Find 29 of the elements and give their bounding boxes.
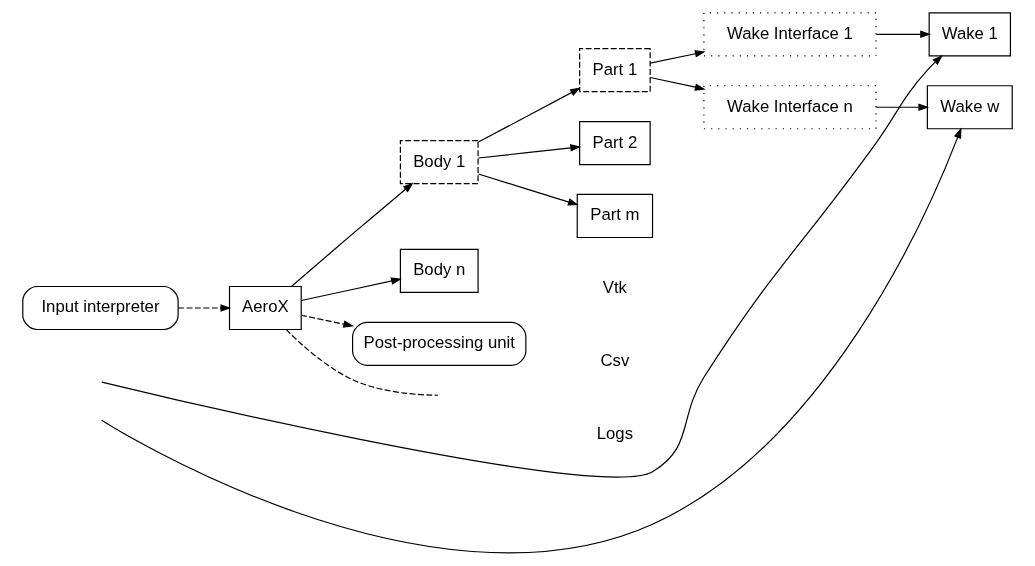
arrow — [300, 277, 402, 302]
arrow — [875, 30, 931, 39]
arrow — [300, 314, 355, 328]
arrow — [477, 87, 581, 143]
arrow — [177, 304, 232, 312]
label: Logs — [596, 424, 634, 444]
label: Vtk — [602, 278, 627, 298]
node-box: Part 2 — [579, 121, 651, 166]
node-box: AeroX — [228, 285, 302, 331]
node-box: Input interpreter — [22, 285, 179, 331]
arrow — [291, 182, 414, 287]
arrow — [649, 76, 706, 91]
arrow — [649, 50, 706, 64]
connector — [285, 329, 439, 396]
node-box: Body 1 — [399, 140, 479, 185]
arrow — [477, 173, 579, 206]
node-box: Part m — [576, 193, 654, 239]
node-box: Wake 1 — [928, 12, 1012, 57]
arrow — [101, 127, 962, 553]
node-box: Part 1 — [579, 48, 651, 93]
node-box: Post-processing unit — [352, 321, 527, 366]
label: Csv — [600, 351, 630, 371]
node-box: Wake w — [926, 85, 1013, 130]
arrow — [101, 54, 943, 478]
node-box: Body n — [399, 248, 479, 294]
arrow — [477, 144, 582, 159]
node-box: Wake Interface 1 — [703, 12, 877, 57]
node-box: Wake Interface n — [703, 85, 877, 130]
arrow — [875, 103, 930, 111]
